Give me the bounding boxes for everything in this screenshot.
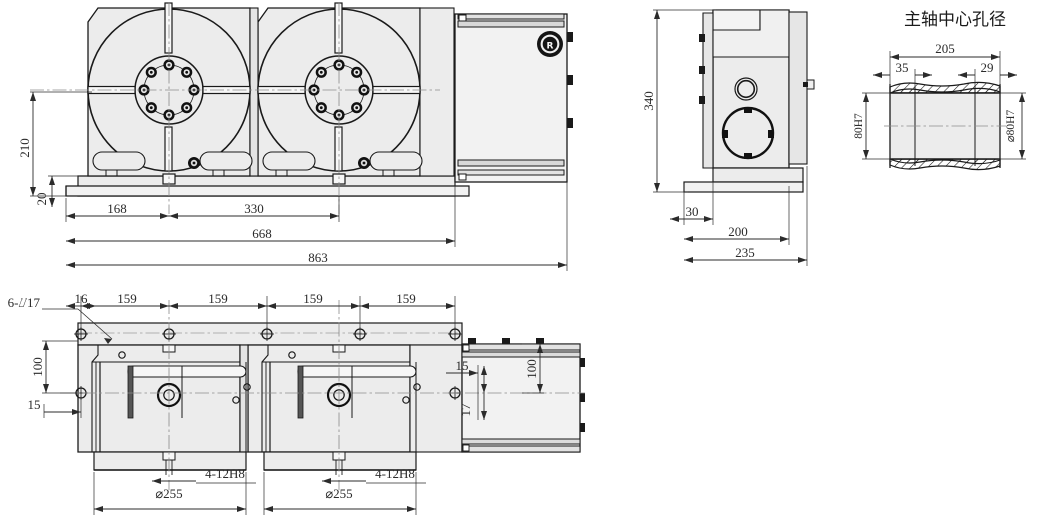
dim-100-left-text: 100 [30, 357, 45, 377]
dim-15-left-text: 15 [28, 397, 41, 412]
dim-15-left: 15 [28, 396, 82, 418]
plan-motor-housing [461, 338, 585, 453]
dim-29: 29 [958, 60, 1017, 88]
dim-15-17-right: 15 17 [446, 358, 487, 420]
callout-6-dia17: 6-⌰17 [8, 295, 113, 344]
dim-chain-168-330: 168 330 [65, 196, 340, 222]
dim-30: 30 [670, 170, 714, 225]
pad-right-1 [262, 151, 316, 171]
dim-159-3-text: 159 [303, 291, 323, 306]
dim-100-right-text: 100 [524, 359, 539, 379]
dim-30-text: 30 [686, 204, 699, 219]
side-bearing-boss [734, 77, 758, 101]
dim-340: 340 [641, 9, 716, 193]
callout-4-12H8-right: 4-12H8 [375, 466, 415, 481]
dim-80H7-right-text: ⌀80H7 [1005, 110, 1017, 143]
dim-205: 205 [889, 41, 1001, 86]
clamp-screw-right [358, 157, 370, 169]
pad-left-2 [199, 151, 253, 171]
dim-29-text: 29 [981, 60, 994, 75]
front-right-rib [419, 7, 455, 177]
dim-159-4-text: 159 [396, 291, 416, 306]
front-base [65, 175, 470, 197]
side-right-plate [788, 11, 808, 165]
clamp-screw-left [188, 157, 200, 169]
dim-80H7-left: 80H7 [853, 92, 892, 160]
callout-6-dia17-text: 6-⌰17 [8, 295, 41, 310]
dim-200-text: 200 [728, 224, 748, 239]
plan-table-right [263, 451, 417, 475]
plan-detail-left [78, 344, 251, 452]
plan-slot-right [297, 365, 417, 378]
plan-view: 6-⌰17 16 159 159 159 159 100 [8, 291, 585, 515]
dim-235: 235 [684, 166, 808, 266]
dim-80H7-left-text: 80H7 [853, 113, 865, 139]
front-view: R 210 20 168 330 [17, 2, 573, 271]
dim-35-text: 35 [896, 60, 909, 75]
dim-15-right-text: 15 [456, 358, 469, 373]
dim-668-text: 668 [252, 226, 272, 241]
side-top-notch [712, 9, 761, 31]
dim-100-right: 100 [522, 343, 544, 394]
side-base-upper [712, 167, 804, 183]
dim-100-left: 100 [30, 340, 78, 394]
callout-table-right: 4-12H8 ⌀255 [263, 466, 426, 515]
dim-863-text: 863 [308, 250, 328, 265]
side-faceplate-circle [721, 106, 775, 160]
bore-section [884, 81, 1006, 171]
callout-dia255-right: ⌀255 [325, 486, 352, 501]
pad-left-1 [92, 151, 146, 171]
dim-80H7-right: ⌀80H7 [998, 92, 1026, 160]
dim-200: 200 [684, 186, 790, 245]
dim-210-text: 210 [17, 138, 32, 158]
dim-20: 20 [34, 175, 80, 207]
dim-863: 863 [66, 182, 568, 271]
callout-4-12H8-left: 4-12H8 [205, 466, 245, 481]
pad-right-2 [369, 151, 423, 171]
dim-340-text: 340 [641, 91, 656, 111]
motor-housing: R [454, 13, 573, 183]
dim-35: 35 [873, 60, 932, 88]
spindle-bore-detail-view: 主轴中心孔径 205 35 [853, 10, 1026, 171]
dim-17-right-text: 17 [458, 403, 473, 417]
dim-668: 668 [66, 180, 456, 247]
motor-nameplate-badge: R [537, 31, 563, 57]
dim-330-text: 330 [244, 201, 264, 216]
svg-text:R: R [547, 42, 554, 52]
front-centerlines [30, 2, 440, 214]
callout-dia255-left: ⌀255 [155, 486, 182, 501]
plan-centerlines [60, 300, 585, 490]
side-base-lower [683, 181, 804, 193]
dim-235-text: 235 [735, 245, 755, 260]
dim-16-text: 16 [75, 291, 89, 306]
dim-159-1-text: 159 [117, 291, 137, 306]
plan-table-left [93, 451, 247, 475]
dim-20-text: 20 [34, 193, 49, 206]
dim-168-text: 168 [107, 201, 127, 216]
dim-plan-pitch: 16 159 159 159 159 [66, 291, 456, 330]
detail-title: 主轴中心孔径 [904, 10, 1006, 30]
side-view: 340 30 200 235 [641, 9, 815, 266]
callout-table-left: 4-12H8 ⌀255 [93, 466, 256, 515]
front-center-rib [249, 7, 259, 177]
dim-159-2-text: 159 [208, 291, 228, 306]
plan-slot-left [127, 365, 247, 378]
dim-205-text: 205 [935, 41, 955, 56]
